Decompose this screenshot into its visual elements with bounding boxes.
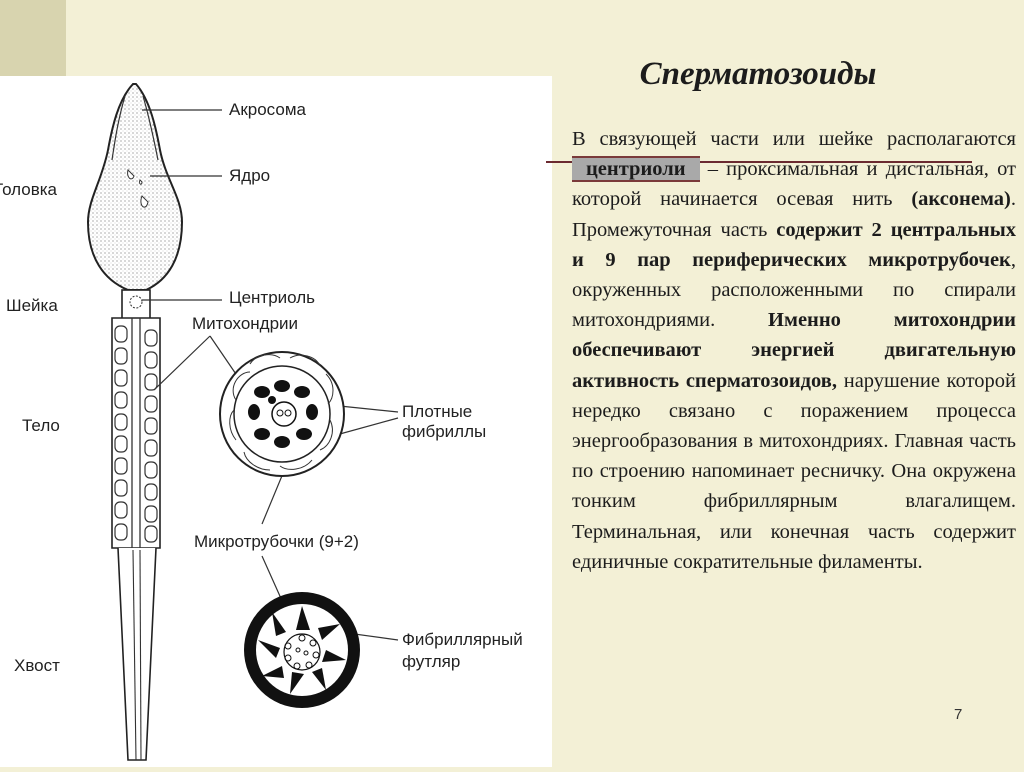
nucleus-mark-3	[138, 179, 143, 185]
label-fibrillar-sheath-1: Фибриллярный	[402, 630, 523, 649]
text-p3: . Промежуточная часть	[572, 188, 1016, 241]
midpiece-mitochondria	[114, 325, 158, 543]
decorative-corner-square	[0, 0, 66, 76]
label-microtubules: Микротрубочки (9+2)	[194, 532, 359, 551]
highlight-centrioles: центриоли	[572, 156, 700, 183]
text-p4: , окруженных расположенными по спирали м…	[572, 248, 1016, 332]
body-paragraph: В связующей части или шейке располагаютс…	[572, 124, 1016, 577]
sperm-structure-diagram: Головка Шейка Тело Хвост Акросома Ядро Ц…	[0, 76, 552, 767]
label-neck: Шейка	[6, 296, 58, 315]
decorative-line	[546, 161, 972, 163]
midpiece-outline	[111, 317, 161, 549]
label-nucleus: Ядро	[229, 166, 271, 185]
neck	[121, 289, 151, 321]
label-mitochondria: Митохондрии	[192, 314, 299, 333]
label-fibrillar-sheath-2: футляр	[402, 652, 461, 671]
sperm-head-outline	[86, 83, 184, 291]
text-microtubule-content: содержит 2 центральных и 9 пар периферич…	[572, 218, 1016, 271]
page-number: 7	[954, 706, 963, 723]
centriole-dot	[129, 295, 143, 309]
label-acrosome: Акросома	[229, 100, 306, 119]
label-body: Тело	[22, 416, 60, 435]
nucleus-mark-2	[140, 195, 149, 208]
slide-title: Сперматозоиды	[639, 56, 877, 92]
text-p1: В связующей части или шейке располагаютс…	[572, 128, 1016, 150]
label-centriole: Центриоль	[229, 288, 316, 307]
label-head: Головка	[0, 180, 58, 199]
nucleus-mark-1	[127, 169, 135, 180]
text-p5: нарушение которой нередко связано с пора…	[572, 369, 1016, 573]
text-mitochondria-energy: Именно митохондрии обеспечивают энергией…	[572, 309, 1016, 392]
text-centrioles: центриоли	[586, 158, 686, 181]
label-tail: Хвост	[14, 656, 60, 675]
label-dense-fibrils-1: Плотные	[402, 402, 473, 421]
label-dense-fibrils-2: фибриллы	[402, 422, 487, 441]
acrosome-line	[111, 95, 159, 161]
text-axoneme: (аксонема)	[911, 188, 1011, 211]
midpiece-cross-section	[219, 351, 345, 477]
tail-cross-section	[244, 592, 360, 708]
diagram-svg	[86, 83, 399, 761]
tail-outline	[117, 547, 157, 761]
text-p2: – проксимальная и дистальная, от которой…	[572, 158, 1017, 211]
